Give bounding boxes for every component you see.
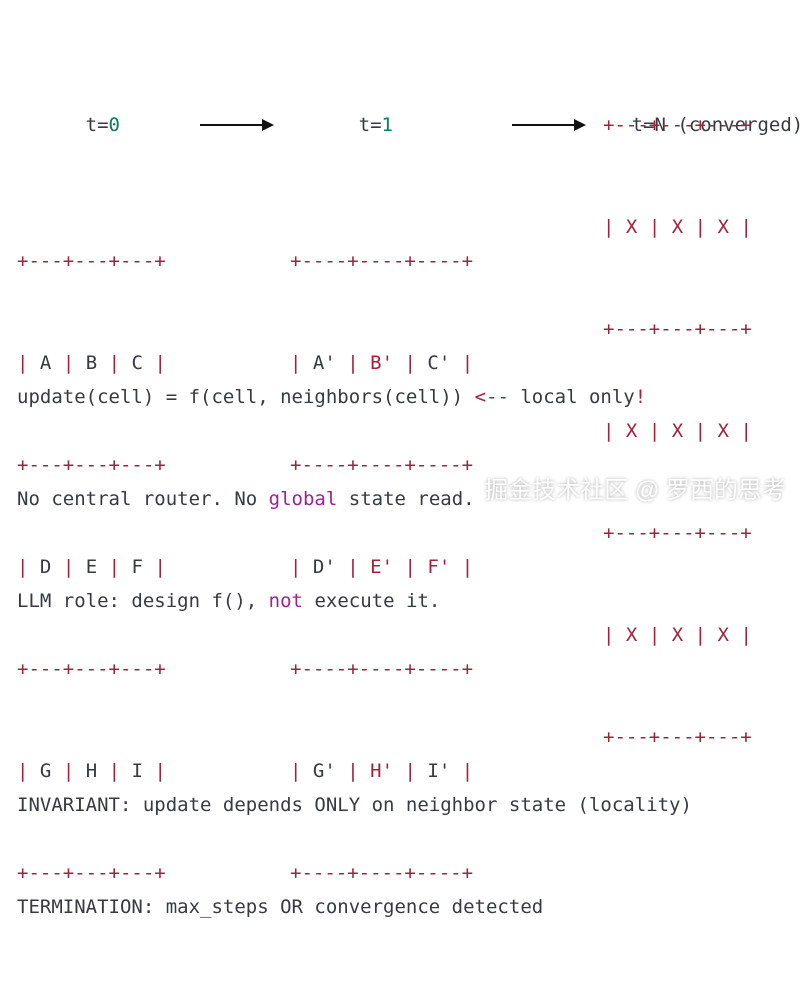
cell-row: | X | X | X | [603,216,752,238]
title-value: 1 [381,114,393,136]
spacer-line [17,686,692,720]
cell-row: | X | X | X | [603,420,752,442]
border-row: +---+---+---+ [603,318,752,340]
note-line-5: TERMINATION: max_steps OR convergence de… [17,896,544,918]
title-suffix: (converged) [677,114,804,136]
state-title: t=0 [17,74,166,176]
diagram-canvas: t=0 +---+---+---+ | A | B | C | +---+---… [17,6,804,918]
cell-row: | A' | B' | C' | [290,352,474,374]
title-prefix: t= [85,114,109,136]
note-line-2: No central router. No global state read. [17,488,475,510]
state-tn: t=N (converged) [563,6,804,244]
border-row: +---+---+---+ [603,114,752,136]
note-line-1: update(cell) = f(cell, neighbors(cell)) … [17,386,647,408]
border-row: +---+---+---+ [17,250,166,272]
border-row: +---+---+---+ [17,454,166,476]
state-title: t=1 [290,74,473,176]
border-row: +----+----+----+ [290,454,474,476]
state-title: t=N (converged) [563,74,804,176]
border-row: +----+----+----+ [290,250,474,272]
cell-row: | A | B | C | [17,352,166,374]
note-line-4: INVARIANT: update depends ONLY on neighb… [17,794,692,816]
watermark-text: 掘金技术社区 @ 罗西的思考 [484,477,786,504]
title-prefix: t=N [631,114,678,136]
title-prefix: t= [358,114,382,136]
note-line-3: LLM role: design f(), not execute it. [17,590,441,612]
notes: update(cell) = f(cell, neighbors(cell)) … [17,312,692,992]
arrow-icon [200,119,274,131]
title-value: 0 [108,114,120,136]
arrow-icon [512,119,586,131]
